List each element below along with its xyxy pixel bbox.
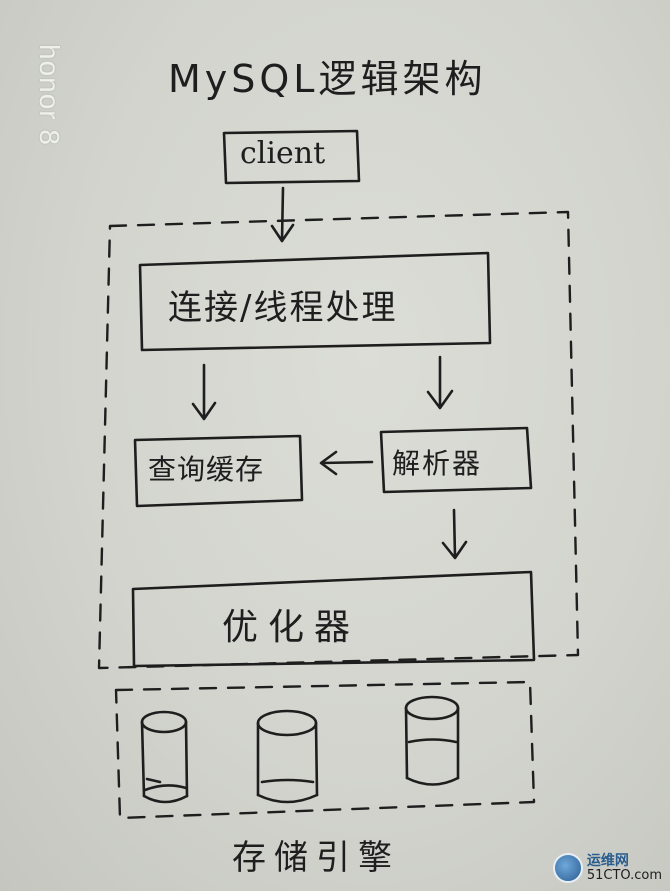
query-cache-node-label: 查询缓存 <box>148 453 265 486</box>
connection-box <box>138 251 492 352</box>
logo-badge-icon <box>552 853 583 883</box>
parser-node-label: 解析器 <box>392 447 483 480</box>
connection-node-label: 连接/线程处理 <box>168 288 398 328</box>
storage-cylinder-1 <box>140 710 189 804</box>
server-layer-boundary <box>97 210 580 670</box>
logo-site: 51CTO.com <box>586 867 662 883</box>
arrow-connection-to-parser <box>426 355 454 410</box>
storage-cylinder-3 <box>404 695 460 786</box>
site-logo: 运维网 51CTO.com <box>552 852 662 883</box>
query-cache-box <box>133 434 304 508</box>
arrow-client-to-connection <box>270 186 295 243</box>
storage-layer-boundary <box>114 680 536 820</box>
optimizer-node-label: 优化器 <box>222 607 361 648</box>
storage-engine-label: 存储引擎 <box>232 838 400 878</box>
arrow-parser-to-optimizer <box>441 508 468 560</box>
client-box <box>222 129 361 185</box>
arrow-parser-to-cache <box>319 450 374 476</box>
parser-box <box>379 426 533 494</box>
logo-name: 运维网 <box>586 852 629 869</box>
diagram-title: MySQL逻辑架构 <box>168 57 487 101</box>
storage-cylinder-2 <box>256 709 319 804</box>
arrow-connection-to-cache <box>191 363 217 421</box>
optimizer-box <box>131 570 536 668</box>
client-node-label: client <box>240 136 326 171</box>
